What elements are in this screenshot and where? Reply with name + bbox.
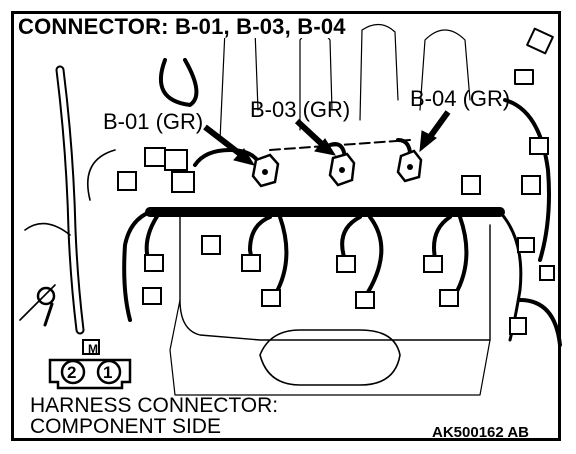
block-connector-1: [201, 235, 221, 255]
engine-block-outline: [179, 209, 491, 341]
right-lower-loop: [518, 298, 562, 347]
block-connector-3: [261, 289, 281, 307]
upper-wire-b01: [193, 148, 264, 170]
page-title: CONNECTOR: B-01, B-03, B-04: [18, 14, 346, 39]
block-connector-6: [423, 255, 443, 273]
cluster-connector-3: [171, 171, 195, 193]
harness-connector-caption: HARNESS CONNECTOR:: [30, 394, 279, 417]
callout-label-b04: B-04 (GR): [410, 86, 511, 111]
pin-1-circle: [96, 359, 122, 385]
diagram-frame: [11, 11, 561, 441]
cluster-connector-4: [117, 171, 137, 191]
top-left-loop: [159, 58, 199, 107]
cylinder-head-outline: [259, 329, 401, 386]
ground-terminal-icon: [36, 286, 56, 306]
arrow-b01: [203, 124, 246, 160]
callout-arrows: [203, 110, 451, 166]
cluster-connector-1: [144, 147, 166, 167]
figure-code: AK500162 AB: [432, 424, 529, 441]
engine-block-lower: [169, 299, 491, 396]
pin-2-label: 2: [67, 363, 77, 382]
cluster-connector-2: [164, 149, 188, 171]
block-connector-7: [439, 289, 459, 307]
pin-2-circle: [60, 359, 86, 385]
harness-branch-left: [122, 210, 152, 322]
callout-label-b01: B-01 (GR): [103, 109, 204, 134]
left-lower-connector-2: [142, 287, 162, 305]
top-right-connector: [526, 27, 554, 55]
pin-1-label: 1: [103, 363, 113, 382]
connector-marker-label: M: [88, 342, 98, 356]
injector-loop-3: [432, 215, 469, 297]
harness-connector-symbol: [48, 339, 132, 390]
block-connector-2: [241, 254, 261, 272]
intake-runners: [219, 21, 471, 141]
left-pipe-inner: [57, 67, 83, 333]
callout-label-b03: B-03 (GR): [250, 97, 351, 122]
block-connector-4: [336, 255, 356, 273]
right-harness-2: [503, 98, 551, 262]
left-lower-connector: [144, 254, 164, 272]
arrow-b03: [294, 118, 328, 150]
component-side-caption: COMPONENT SIDE: [30, 415, 221, 438]
block-connector-5: [355, 291, 375, 309]
